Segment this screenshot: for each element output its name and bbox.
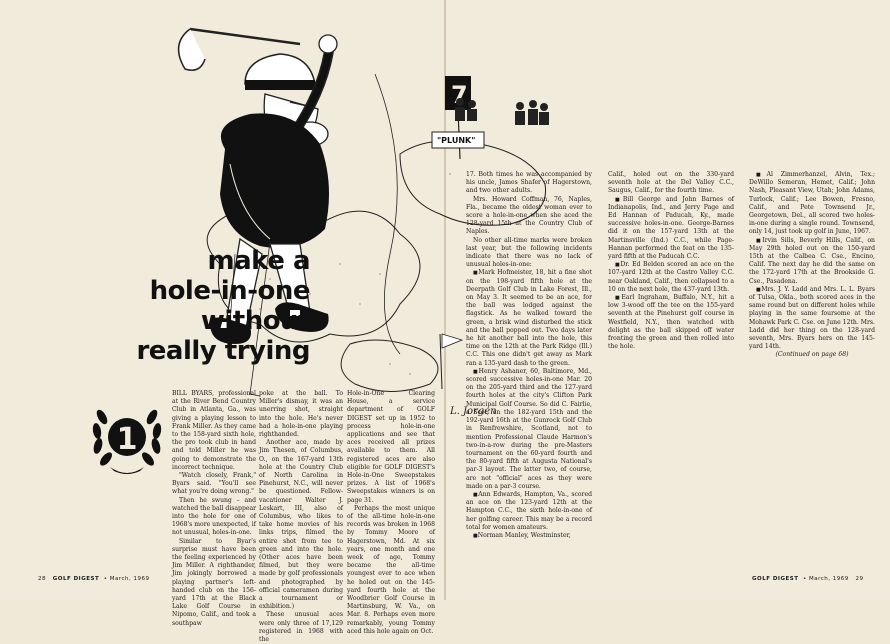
footer-left: 28 GOLF DIGEST • March, 1969: [38, 576, 150, 582]
emblem-label: 1: [117, 422, 138, 457]
footer-right: GOLF DIGEST • March, 1969 29: [752, 576, 864, 582]
paragraph: poke at the ball. To Miller's dismay, it…: [259, 390, 343, 439]
paragraph: Hole-in-One Clearing House, a service de…: [347, 390, 435, 504]
bullet-paragraph: Ann Edwards, Hampton, Va., scored an ace…: [466, 491, 592, 532]
article-column-2: poke at the ball. To Miller's dismay, it…: [259, 390, 343, 644]
magazine-spread: 7 "PLUNK": [0, 0, 890, 600]
publication-name: GOLF DIGEST: [752, 576, 799, 582]
bullet-paragraph: Henry Ashaner, 60, Baltimore, Md., score…: [466, 368, 592, 491]
paragraph: 17. Both times he was accompanied by his…: [466, 171, 592, 195]
paragraph: Similar to Byar's surprise must have bee…: [172, 537, 256, 627]
paragraph: No other all-time marks were broken last…: [466, 236, 592, 269]
paragraph: BILL BYARS, professional at the River Be…: [172, 390, 256, 471]
issue-date: March, 1969: [109, 576, 150, 582]
plunk-sign: "PLUNK": [437, 136, 475, 145]
bullet-paragraph: Mark Hofmeister, 18, hit a fine shot on …: [466, 269, 592, 367]
bullet-paragraph: Al Zimmerhanzel, Alvin, Tex.; DeWillo Se…: [749, 171, 875, 237]
headline-line: really trying: [136, 336, 310, 366]
article-column-1: BILL BYARS, professional at the River Be…: [172, 390, 256, 628]
paragraph: Another ace, made by Jim Thesen, of Colu…: [259, 439, 343, 611]
paragraph: "Watch closely, Frank," Byars said. "You…: [172, 472, 256, 496]
issue-date: March, 1969: [808, 576, 849, 582]
laurel-emblem-icon: 1: [92, 409, 162, 474]
paragraph: These unusual aces were only three of 17…: [259, 611, 343, 644]
article-headline: how to make a hole-in-one without really…: [60, 186, 310, 366]
headline-line: hole-in-one: [149, 276, 311, 306]
bullet-paragraph: Earl Ingraham, Buffalo, N.Y., hit a low …: [608, 294, 734, 351]
page-number: 29: [855, 576, 864, 582]
paragraph: Calif., holed out on the 330-yard sevent…: [608, 171, 734, 195]
continued-note: (Continued on page 68): [775, 351, 849, 359]
publication-name: GOLF DIGEST: [52, 576, 100, 582]
paragraph: Then he swung – and watched the ball dis…: [172, 496, 256, 537]
bullet-paragraph: Dr. Ed Belden scored an ace on the 107-y…: [608, 261, 734, 294]
article-column-5: Calif., holed out on the 330-yard sevent…: [608, 171, 734, 351]
article-column-3: Hole-in-One Clearing House, a service de…: [347, 390, 435, 636]
paragraph: Mrs. Howard Coffman, 76, Naples, Fla., b…: [466, 195, 592, 236]
page-gutter: [444, 0, 446, 600]
bullet-paragraph: Irvin Sills, Beverly Hills, Calif., on M…: [749, 237, 875, 286]
bullet-paragraph: Mrs. J. Y. Ladd and Mrs. L. L. Byars of …: [749, 286, 875, 352]
headline-line: without: [200, 306, 311, 336]
article-column-6: Al Zimmerhanzel, Alvin, Tex.; DeWillo Se…: [749, 171, 875, 360]
headline-line: make a: [207, 246, 311, 276]
golfer-cartoon: 7 "PLUNK": [177, 27, 549, 417]
page-number: 28: [38, 576, 46, 582]
bullet-paragraph: Bill George and John Barnes of Indianapo…: [608, 196, 734, 262]
article-column-4: 17. Both times he was accompanied by his…: [466, 171, 592, 540]
headline-line: to: [280, 216, 311, 246]
headline-line: how: [251, 186, 310, 216]
paragraph: Perhaps the most unique of the all-time …: [347, 504, 435, 635]
bullet-paragraph: Norman Manley, Westminster,: [466, 532, 592, 540]
